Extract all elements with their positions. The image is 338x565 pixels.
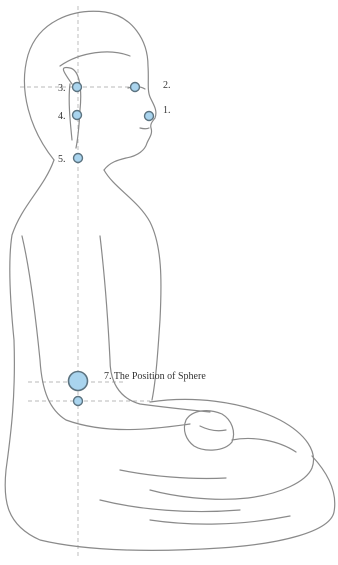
label-4: 4.	[58, 111, 66, 122]
point-labels: 1. 2. 3. 4. 5. 7. The Position of Sphere	[58, 80, 206, 382]
thumb-line	[200, 426, 226, 431]
marker-1[interactable]	[145, 112, 154, 121]
marker-5[interactable]	[74, 154, 83, 163]
label-7-sphere: 7. The Position of Sphere	[104, 371, 206, 382]
label-3: 3.	[58, 83, 66, 94]
marker-2[interactable]	[131, 83, 140, 92]
seated-figure-outline	[5, 11, 335, 550]
cloth-fold-2	[100, 500, 240, 512]
hairline	[60, 52, 130, 66]
arm-front-outline	[100, 236, 210, 412]
ear-inner	[69, 84, 72, 140]
label-5: 5.	[58, 154, 66, 165]
point-markers	[69, 83, 154, 406]
cloth-fold-3	[150, 516, 290, 524]
marker-7-sphere[interactable]	[69, 372, 88, 391]
label-1: 1.	[163, 105, 171, 116]
lap-outline	[150, 399, 314, 499]
label-2: 2.	[163, 80, 171, 91]
chest-outline	[104, 170, 161, 400]
cloth-fold-1	[120, 470, 226, 479]
back-outline	[5, 160, 335, 550]
knee-line	[232, 439, 296, 453]
marker-3[interactable]	[73, 83, 82, 92]
mouth-line	[140, 128, 149, 129]
marker-4[interactable]	[73, 111, 82, 120]
marker-8[interactable]	[74, 397, 83, 406]
